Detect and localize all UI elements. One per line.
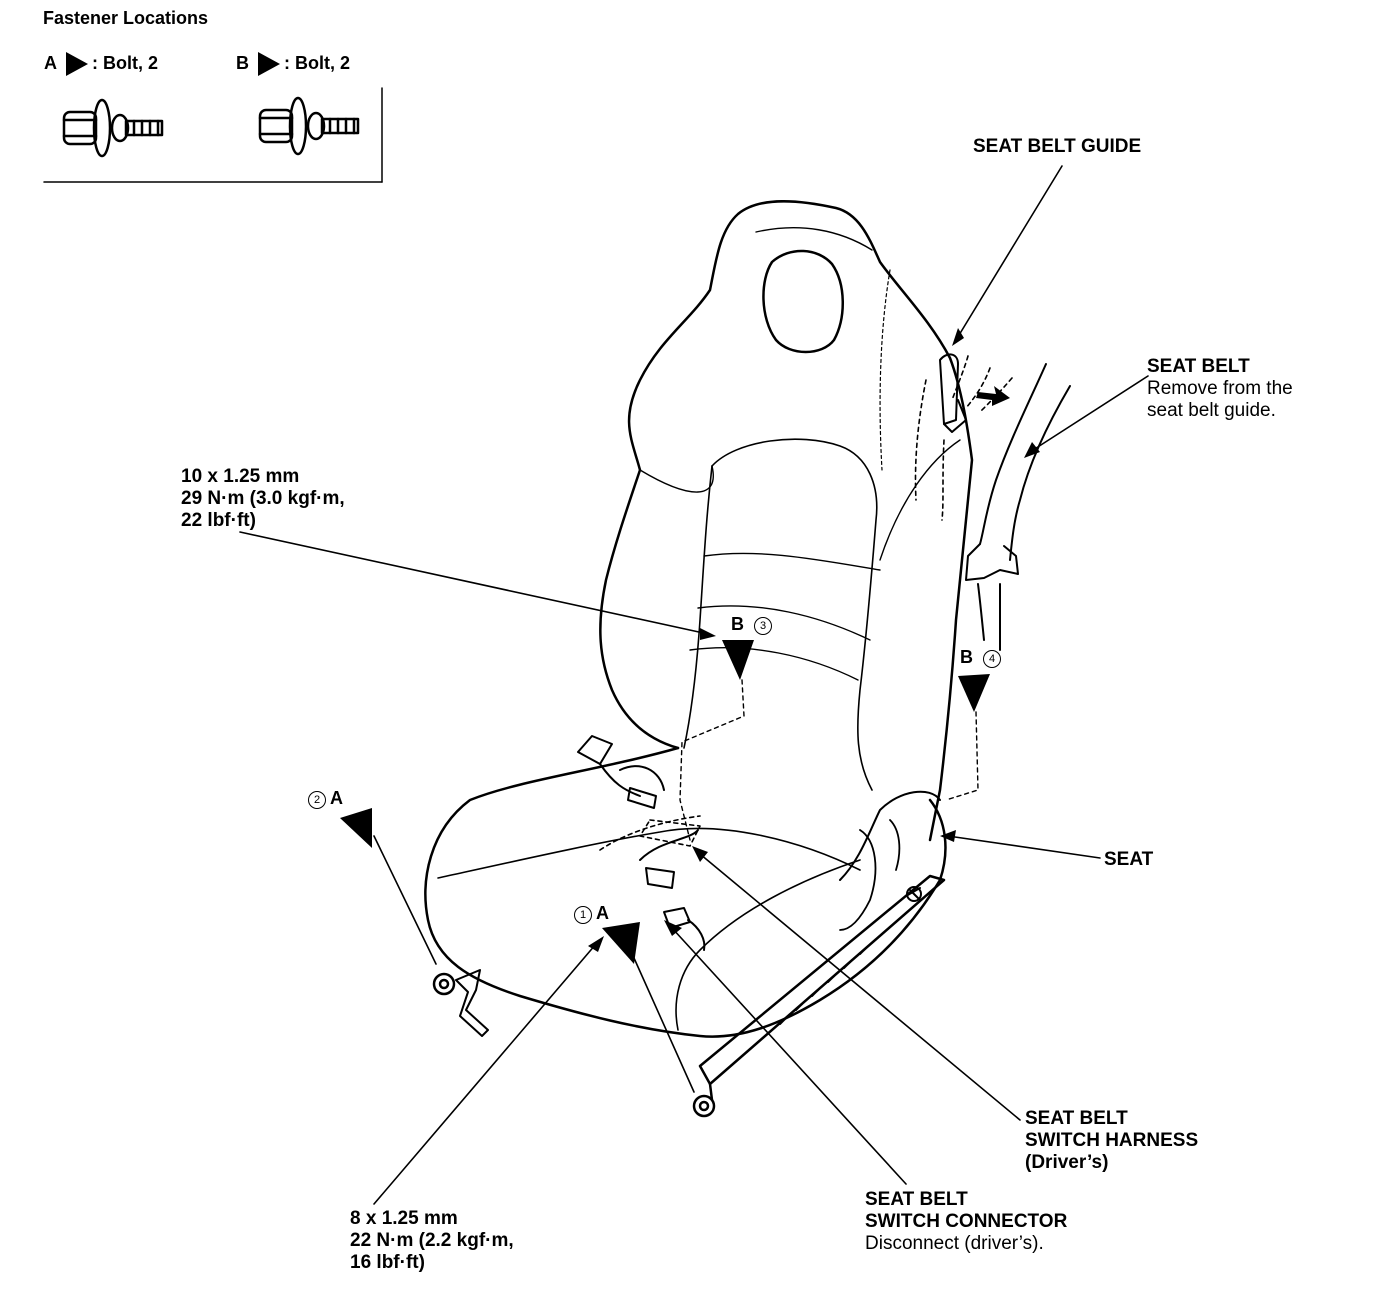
connector-label: SEAT BELT SWITCH CONNECTOR Disconnect (d… xyxy=(865,1189,1067,1255)
legend-arrow-a xyxy=(66,52,88,76)
seat-belt-note-2: seat belt guide. xyxy=(1147,400,1276,421)
leader-arrowheads xyxy=(588,328,1040,952)
lower-bolt-spec: 8 x 1.25 mm 22 N·m (2.2 kgf·m, 16 lbf·ft… xyxy=(350,1208,514,1274)
marker-1-letter: A xyxy=(596,903,609,923)
leader-lines xyxy=(239,165,1149,1205)
bolt-a-icon xyxy=(62,98,164,158)
buckle-stalk xyxy=(577,735,665,809)
marker-3-number: 3 xyxy=(754,617,772,635)
seat-rails xyxy=(432,874,946,1118)
marker-triangle-2 xyxy=(340,808,372,848)
legend-b-letter: B xyxy=(236,53,249,73)
legend-a-letter: A xyxy=(44,53,57,73)
upper-bolt-torque-imperial: 22 lbf·ft) xyxy=(181,510,256,531)
lower-bolt-size: 8 x 1.25 mm xyxy=(350,1208,458,1229)
legend-a-text: : Bolt, 2 xyxy=(92,53,158,73)
seat-belt-guide-label: SEAT BELT GUIDE xyxy=(973,136,1142,157)
seat-label: SEAT xyxy=(1104,849,1154,870)
connector-title-1: SEAT BELT xyxy=(865,1189,968,1210)
lower-bolt-torque: 22 N·m (2.2 kgf·m, xyxy=(350,1230,514,1251)
removal-arrow xyxy=(976,386,1010,406)
seat-belt xyxy=(965,363,1071,651)
marker-3-letter: B xyxy=(731,614,744,634)
seat-back xyxy=(599,200,974,842)
harness-label: SEAT BELT SWITCH HARNESS (Driver’s) xyxy=(1025,1108,1198,1174)
connector-note: Disconnect (driver’s). xyxy=(865,1233,1044,1254)
fastener-paths xyxy=(679,679,979,841)
marker-triangle-3 xyxy=(722,640,754,680)
upper-bolt-spec: 10 x 1.25 mm 29 N·m (3.0 kgf·m, 22 lbf·f… xyxy=(181,466,345,532)
harness-note: (Driver’s) xyxy=(1025,1152,1109,1173)
seat-belt-note-1: Remove from the xyxy=(1147,378,1293,399)
legend-title: Fastener Locations xyxy=(43,8,209,28)
marker-1-number: 1 xyxy=(574,906,592,924)
marker-triangle-4 xyxy=(958,674,990,712)
seat-cushion xyxy=(424,746,947,1038)
lower-bolt-torque-imperial: 16 lbf·ft) xyxy=(350,1252,425,1273)
seat-belt-guide xyxy=(914,353,1013,521)
marker-4-letter: B xyxy=(960,647,973,667)
bolt-b-icon xyxy=(258,96,360,156)
seat-belt-title: SEAT BELT xyxy=(1147,356,1250,377)
marker-triangle-1 xyxy=(602,922,640,964)
seat-belt-label: SEAT BELT Remove from the seat belt guid… xyxy=(1147,356,1293,422)
legend-b-text: : Bolt, 2 xyxy=(284,53,350,73)
upper-bolt-size: 10 x 1.25 mm xyxy=(181,466,300,487)
harness-title-1: SEAT BELT xyxy=(1025,1108,1128,1129)
connector-title-2: SWITCH CONNECTOR xyxy=(865,1211,1068,1232)
harness-title-2: SWITCH HARNESS xyxy=(1025,1130,1199,1151)
upper-bolt-torque: 29 N·m (3.0 kgf·m, xyxy=(181,488,345,509)
seat-belt-switch-harness xyxy=(599,815,701,889)
legend-arrow-b xyxy=(258,52,280,76)
legend-frame xyxy=(43,87,383,183)
marker-4-number: 4 xyxy=(983,650,1001,668)
marker-2-number: 2 xyxy=(308,791,326,809)
marker-2-letter: A xyxy=(330,788,343,808)
